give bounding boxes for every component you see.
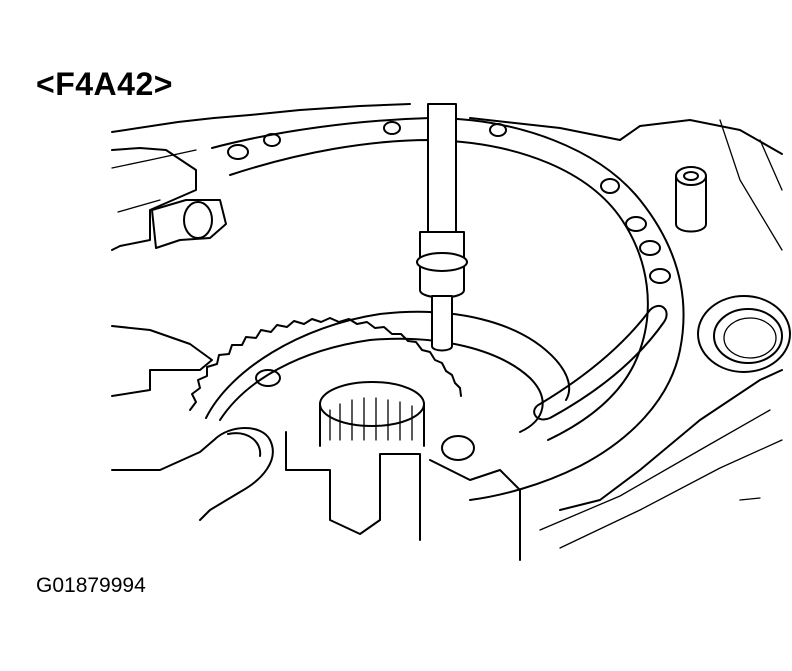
technician-hand	[111, 325, 274, 521]
plate-slot	[533, 304, 668, 421]
ring-gear	[189, 317, 462, 411]
splined-shaft	[319, 381, 425, 447]
housing-detail-lines	[111, 119, 783, 251]
gasket-plate-inner	[229, 139, 649, 441]
screwdriver-tool	[416, 103, 468, 352]
dowel-pin	[675, 166, 707, 233]
lower-housing	[285, 369, 783, 561]
seal-ring	[697, 295, 791, 373]
figure-title: <F4A42>	[36, 66, 173, 102]
gasket-plate-outer	[211, 117, 685, 501]
carrier-hole	[255, 369, 281, 387]
bolt-holes	[227, 121, 671, 461]
figure-code: G01879994	[36, 574, 146, 597]
bracket-hole	[183, 201, 213, 239]
left-flange	[111, 147, 197, 251]
housing-outline	[111, 103, 783, 155]
left-bracket	[151, 199, 227, 249]
